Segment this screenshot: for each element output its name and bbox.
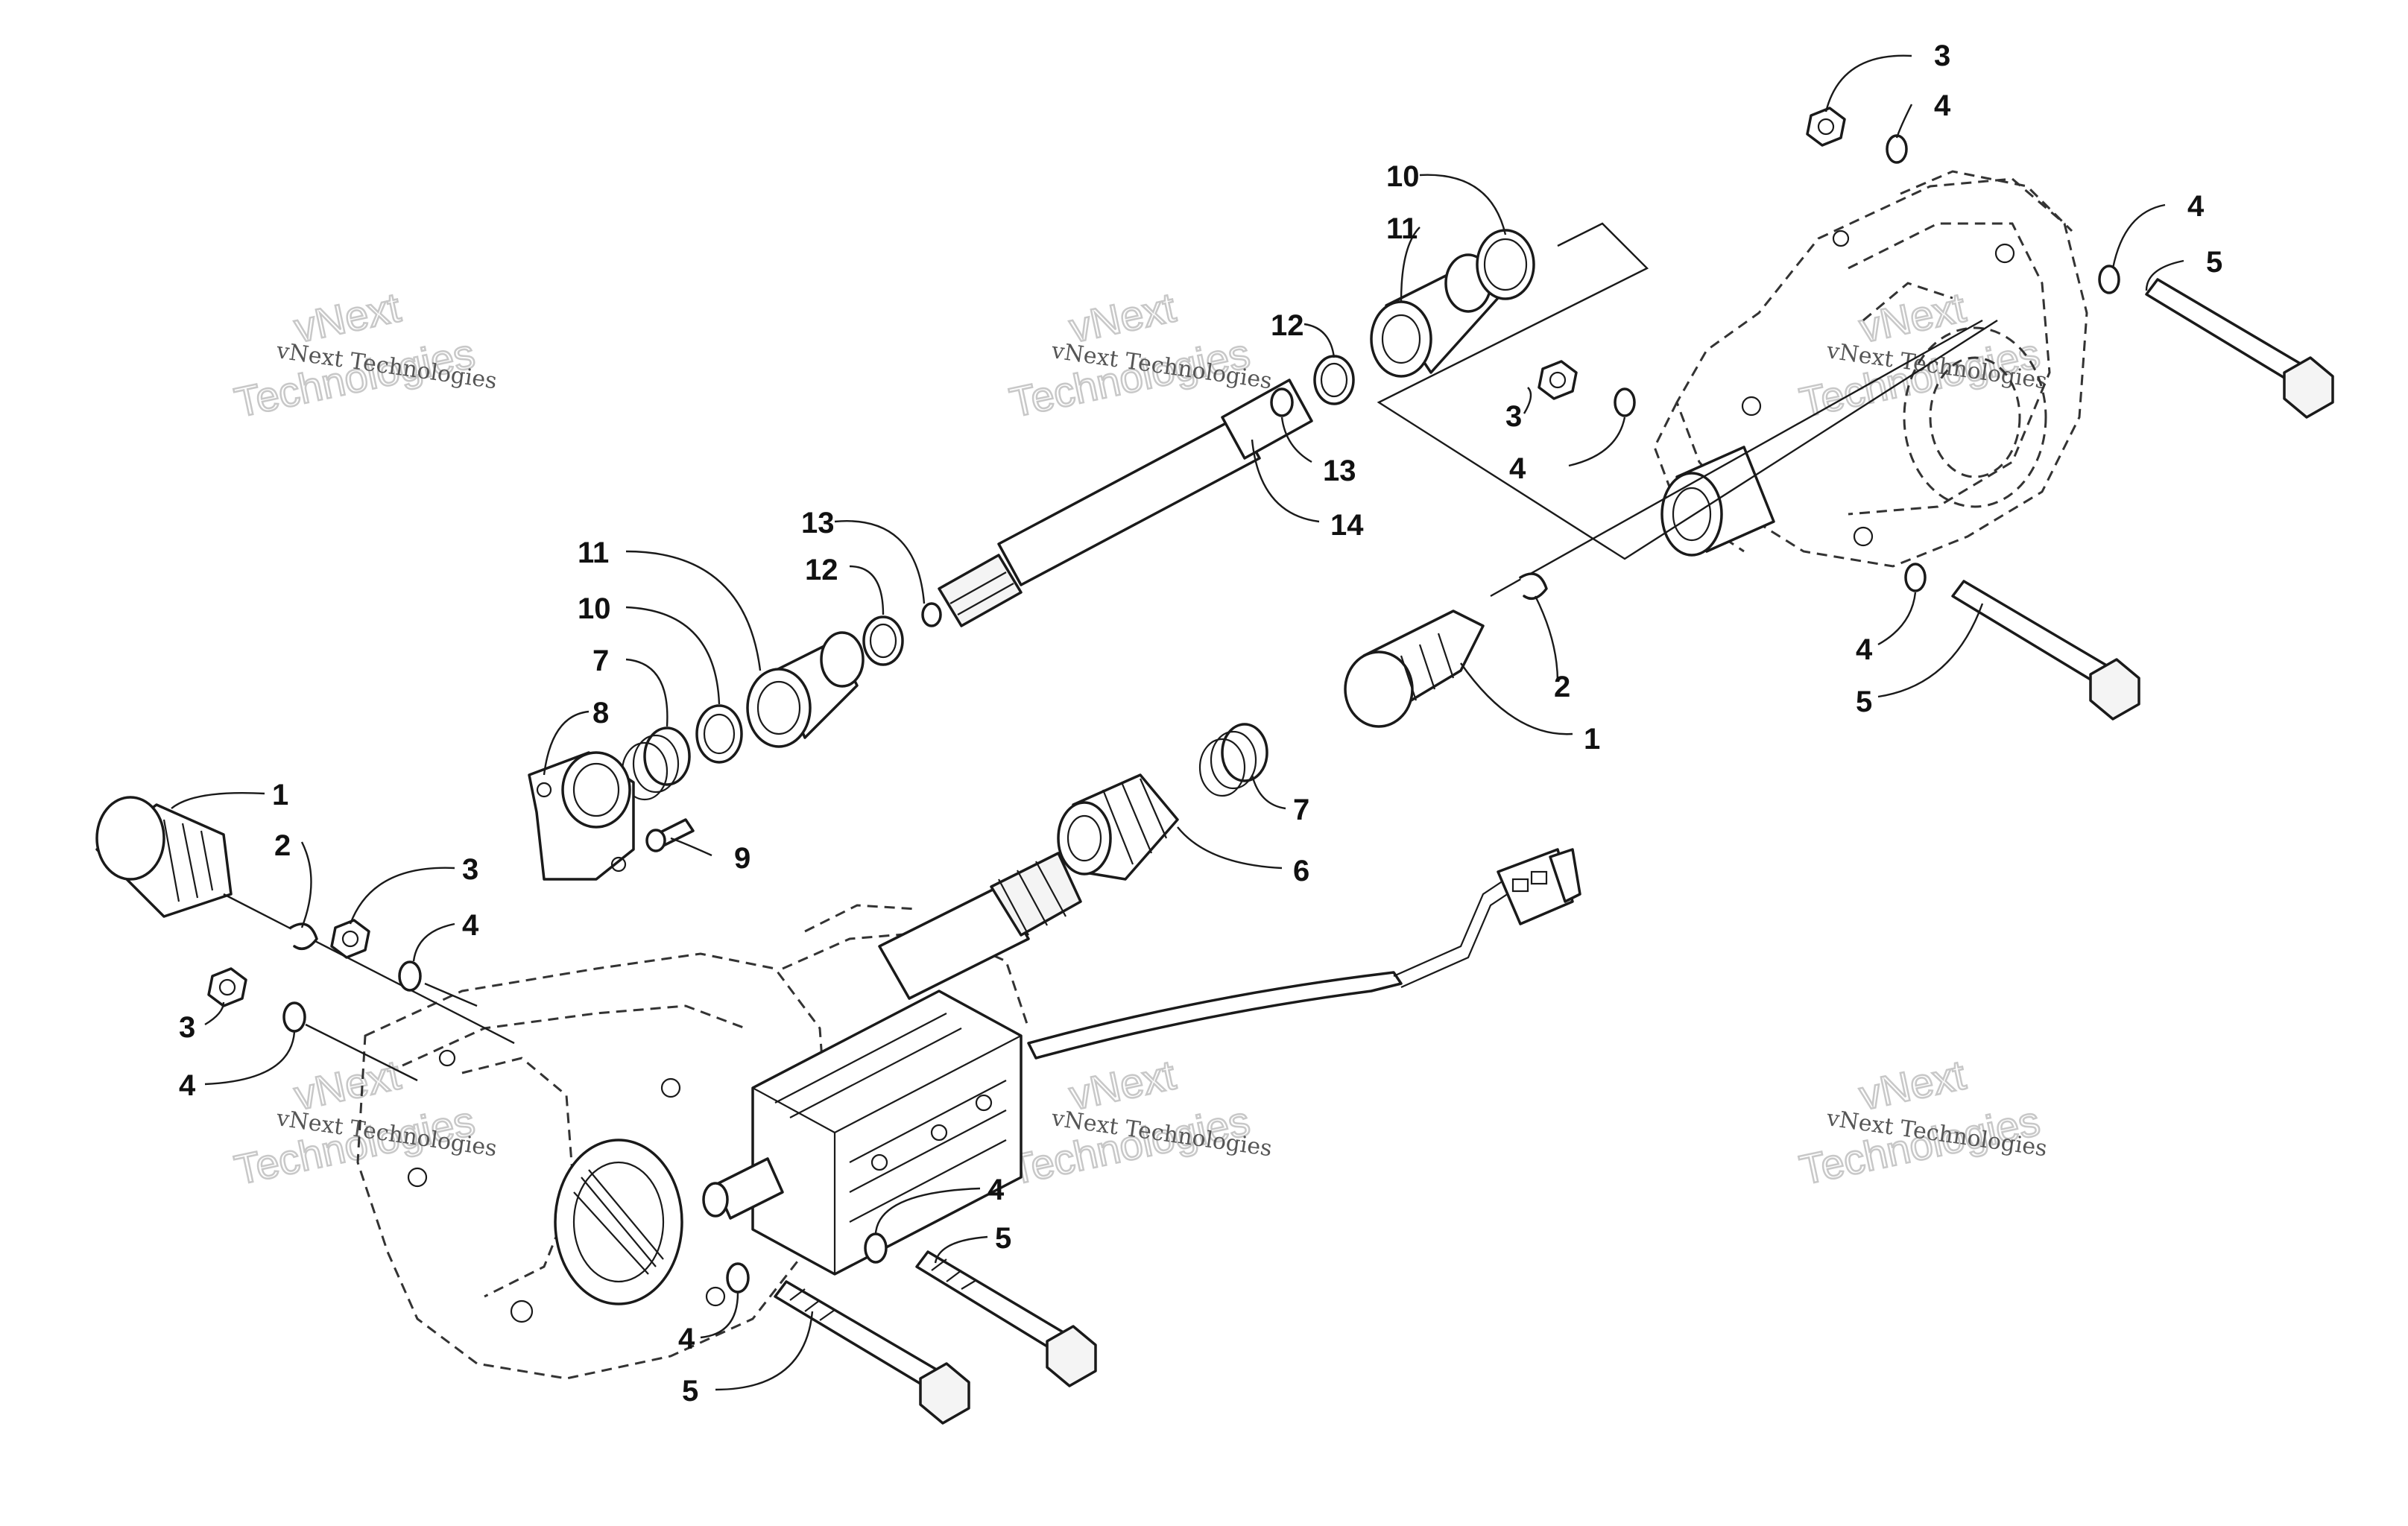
callout-4: 4 [1934, 89, 1951, 122]
washer-bottom-mid [864, 1232, 888, 1264]
nut-top-right [1806, 107, 1846, 147]
callout-11: 11 [578, 536, 609, 569]
clamp-ring-lower [862, 615, 904, 666]
washer-top-right [1886, 134, 1908, 164]
watermark-top-left: vNext Technologies vNext Technologies [230, 282, 499, 427]
washer-right [2098, 265, 2120, 294]
nut-left-upper [330, 919, 370, 959]
nut-left-lower [207, 967, 247, 1007]
callout-4: 4 [678, 1323, 695, 1355]
bolt-right-lower [1951, 580, 2140, 721]
watermark-group: vNext Technologies vNext Technologies vN… [230, 282, 2049, 1194]
dust-boot-right [1344, 610, 1485, 728]
cv-boot-lower [746, 631, 865, 748]
callout-6: 6 [1293, 855, 1309, 887]
circlip-right [1519, 572, 1548, 601]
callout-3: 3 [179, 1011, 195, 1044]
callout-4: 4 [1509, 452, 1526, 485]
callout-7: 7 [1293, 794, 1309, 826]
wiring-harness [1027, 848, 1581, 1060]
washer-left-lower [282, 1001, 418, 1082]
callout-5: 5 [995, 1222, 1011, 1255]
bolt-bottom-left [774, 1280, 970, 1425]
drive-shaft [938, 379, 1313, 627]
callout-4: 4 [462, 909, 479, 942]
nut-mid-right [1538, 360, 1578, 400]
transmission-valve-body [702, 990, 1023, 1276]
callout-4: 4 [179, 1069, 196, 1102]
callout-3: 3 [462, 853, 478, 886]
boot-clamp-upper [1476, 229, 1535, 300]
callout-14: 14 [1330, 509, 1364, 542]
watermark-top-mid: vNext Technologies vNext Technologies [1005, 282, 1274, 427]
front-gearcase-housing [356, 952, 829, 1380]
callout-5: 5 [2206, 246, 2222, 279]
washer-left-upper [398, 960, 478, 1007]
rear-gearcase-housing [1653, 170, 2088, 568]
callout-10: 10 [578, 592, 611, 625]
callout-4: 4 [987, 1174, 1005, 1206]
watermark-text: vNext [1855, 1051, 1970, 1118]
callout-12: 12 [1271, 309, 1304, 342]
callout-3: 3 [1505, 400, 1522, 433]
retaining-ring-upper [1270, 387, 1294, 417]
watermark-text: vNext [1855, 283, 1970, 351]
callout-5: 5 [1856, 686, 1872, 718]
callout-1: 1 [272, 779, 288, 811]
axis-line-right [1490, 319, 1983, 598]
boot-clamp-lower [695, 704, 743, 764]
watermark-bottom-right: vNext Technologies vNext Technologies [1795, 1050, 2049, 1194]
watermark-bottom-left: vNext Technologies vNext Technologies [230, 1050, 499, 1194]
washer-lower-right [1904, 563, 1927, 592]
retaining-ring-lower [921, 602, 942, 627]
callout-1: 1 [1584, 723, 1600, 756]
callout-8: 8 [592, 697, 609, 729]
callout-3: 3 [1934, 39, 1950, 72]
washer-mid-right [1614, 387, 1636, 417]
clamp-ring-upper [1313, 355, 1355, 405]
spring-upper [621, 726, 691, 801]
callout-2: 2 [274, 829, 291, 862]
callout-9: 9 [734, 842, 750, 875]
washer-bottom-left [726, 1262, 750, 1294]
screw-retainer [645, 818, 695, 852]
callout-13: 13 [801, 507, 835, 539]
circlip-left [289, 922, 318, 951]
callout-10: 10 [1386, 160, 1420, 193]
dust-boot-left [95, 796, 515, 1045]
callout-4: 4 [1856, 633, 1873, 666]
leader-lines [171, 54, 2184, 1391]
callout-2: 2 [1554, 671, 1570, 703]
callout-13: 13 [1323, 455, 1356, 487]
spring-lower [1198, 723, 1268, 797]
callout-11: 11 [1386, 212, 1418, 245]
callout-5: 5 [682, 1375, 698, 1408]
watermark-bottom-mid: vNext Technologies vNext Technologies [1005, 1050, 1274, 1194]
callout-12: 12 [805, 554, 838, 586]
bolt-bottom-mid [915, 1250, 1097, 1387]
bolt-right-upper [2145, 278, 2334, 419]
axle-boot [1057, 773, 1179, 881]
retainer-plate [528, 751, 635, 881]
assembly-outline [1377, 222, 1998, 560]
output-spline-shaft [878, 852, 1082, 1000]
callout-7: 7 [592, 645, 609, 677]
callout-labels: 3 4 4 5 10 11 12 13 14 3 4 2 1 4 5 13 12… [179, 39, 2222, 1408]
callout-4: 4 [2187, 190, 2205, 223]
